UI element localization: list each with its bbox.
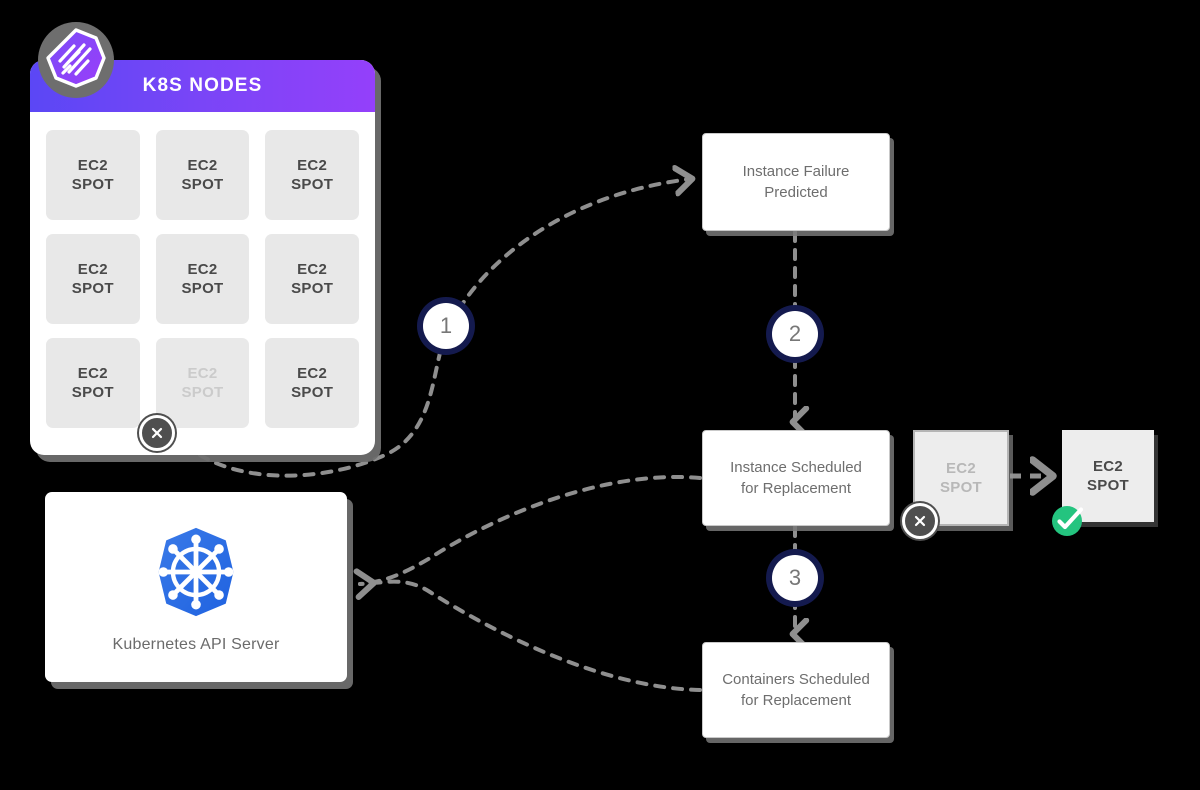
flow-box-containers-scheduled-for-replacement[interactable]: Containers Scheduled for Replacement bbox=[702, 642, 890, 738]
step-number-3: 3 bbox=[772, 555, 818, 601]
ec2-spot-tile[interactable]: EC2 SPOT bbox=[265, 130, 359, 220]
spot-ocean-logo-icon bbox=[46, 28, 106, 88]
step-marker-2: 2 bbox=[766, 305, 824, 363]
ec2-spot-tile[interactable]: EC2 SPOT bbox=[46, 234, 140, 324]
connector-instance-scheduled-to-api-server bbox=[360, 475, 702, 584]
ec2-tile-line2: SPOT bbox=[71, 176, 114, 193]
ec2-tile-line1: EC2 bbox=[297, 260, 328, 278]
ec2-tile-line2: SPOT bbox=[291, 384, 334, 401]
ec2-tile-line2: SPOT bbox=[291, 280, 334, 297]
ec2-spot-tile[interactable]: EC2 SPOT bbox=[46, 130, 140, 220]
ec2-tile-line1: EC2 bbox=[187, 260, 218, 278]
flow-box-line2: Predicted bbox=[764, 184, 828, 201]
k8s-nodes-title: K8S NODES bbox=[142, 75, 263, 96]
connector-containers-scheduled-to-api-server bbox=[358, 579, 702, 692]
flow-box-line1: Instance Scheduled bbox=[730, 458, 862, 476]
ec2-spot-tile[interactable]: EC2 SPOT bbox=[155, 234, 250, 324]
terminate-badge-node[interactable] bbox=[139, 415, 175, 451]
step-marker-1: 1 bbox=[417, 297, 475, 355]
ec2-tile-line1: EC2 bbox=[297, 364, 328, 382]
ec2-replacement-line1: EC2 bbox=[1092, 457, 1124, 475]
k8s-nodes-panel: K8S NODES EC2 SPOT EC2 SPOT EC2 SPOT EC2… bbox=[30, 60, 375, 455]
ec2-terminating-line2: SPOT bbox=[939, 479, 983, 496]
ec2-spot-tile[interactable]: EC2 SPOT bbox=[155, 130, 250, 220]
ec2-tile-line1: EC2 bbox=[77, 156, 108, 174]
check-circle-icon bbox=[1052, 506, 1084, 536]
ec2-tile-line2: SPOT bbox=[181, 280, 224, 297]
kubernetes-helm-wheel-icon bbox=[158, 527, 234, 617]
success-badge bbox=[1050, 502, 1086, 538]
ec2-spot-replacement-tile[interactable]: EC2 SPOT bbox=[1062, 430, 1154, 522]
ec2-tile-line1: EC2 bbox=[297, 156, 328, 174]
kubernetes-api-server-card[interactable]: Kubernetes API Server bbox=[45, 492, 347, 682]
step-number-1: 1 bbox=[423, 303, 469, 349]
ec2-tile-line1: EC2 bbox=[77, 364, 108, 382]
ec2-tile-line2: SPOT bbox=[71, 384, 114, 401]
step-marker-3: 3 bbox=[766, 549, 824, 607]
flow-box-line2: for Replacement bbox=[740, 692, 852, 709]
ec2-tile-line2: SPOT bbox=[181, 384, 224, 401]
step-number-2: 2 bbox=[772, 311, 818, 357]
flow-box-line1: Containers Scheduled bbox=[722, 670, 870, 688]
ec2-tile-line1: EC2 bbox=[77, 260, 108, 278]
ec2-spot-tile[interactable]: EC2 SPOT bbox=[265, 234, 359, 324]
kubernetes-api-server-label: Kubernetes API Server bbox=[112, 636, 280, 653]
ec2-spot-tile-grid: EC2 SPOT EC2 SPOT EC2 SPOT EC2 SPOT EC2 … bbox=[30, 112, 375, 444]
close-x-icon bbox=[151, 427, 163, 439]
ec2-tile-line1: EC2 bbox=[187, 364, 218, 382]
ec2-spot-tile[interactable]: EC2 SPOT bbox=[46, 338, 140, 428]
flow-box-instance-scheduled-for-replacement[interactable]: Instance Scheduled for Replacement bbox=[702, 430, 890, 526]
terminate-badge-replacement[interactable] bbox=[902, 503, 938, 539]
flow-box-line2: for Replacement bbox=[740, 480, 852, 497]
ec2-tile-line2: SPOT bbox=[291, 176, 334, 193]
ec2-spot-tile-terminating[interactable]: EC2 SPOT bbox=[155, 338, 250, 428]
ec2-tile-line1: EC2 bbox=[187, 156, 218, 174]
ec2-terminating-line1: EC2 bbox=[945, 459, 977, 477]
ec2-tile-line2: SPOT bbox=[71, 280, 114, 297]
flow-box-line1: Instance Failure bbox=[742, 162, 850, 180]
spot-ocean-logo-badge bbox=[38, 22, 114, 98]
ec2-replacement-line2: SPOT bbox=[1086, 477, 1130, 494]
flow-box-instance-failure-predicted[interactable]: Instance Failure Predicted bbox=[702, 133, 890, 231]
ec2-spot-tile[interactable]: EC2 SPOT bbox=[265, 338, 359, 428]
close-x-icon bbox=[914, 515, 926, 527]
ec2-tile-line2: SPOT bbox=[181, 176, 224, 193]
